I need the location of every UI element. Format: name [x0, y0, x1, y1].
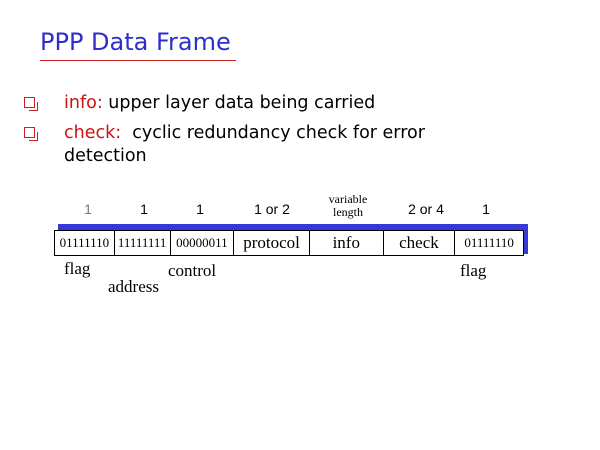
- bullet-info: info: upper layer data being carried: [24, 92, 464, 115]
- size-control: 1: [196, 201, 204, 217]
- size-flag: 1: [84, 201, 92, 217]
- field-control: 00000011: [171, 231, 235, 255]
- ppp-frame: 01111110 11111111 00000011 protocol info…: [54, 230, 524, 256]
- label-address: address: [108, 277, 159, 296]
- field-address: 11111111: [115, 231, 171, 255]
- bullet-list: info: upper layer data being carried che…: [24, 92, 464, 175]
- label-flag-end: flag: [460, 261, 487, 280]
- bullet-term: check:: [64, 123, 122, 143]
- size-info: variable length: [328, 192, 368, 219]
- field-protocol: protocol: [234, 231, 310, 255]
- size-flag-end: 1: [482, 201, 490, 217]
- size-check: 2 or 4: [408, 201, 444, 217]
- field-check: check: [384, 231, 456, 255]
- checkbox-bullet-icon: [24, 97, 35, 108]
- bullet-term: info:: [64, 93, 103, 113]
- slide-title: PPP Data Frame: [40, 28, 231, 56]
- size-address: 1: [140, 201, 148, 217]
- bullet-text: cyclic redundancy check for error detect…: [64, 123, 425, 166]
- bullet-check: check: cyclic redundancy check for error…: [24, 122, 464, 168]
- field-flag-start: 01111110: [55, 231, 115, 255]
- checkbox-bullet-icon: [24, 127, 35, 138]
- label-control: control: [168, 261, 217, 280]
- field-info: info: [310, 231, 384, 255]
- title-underline: [40, 60, 236, 61]
- size-protocol: 1 or 2: [254, 201, 290, 217]
- label-flag-start: flag: [64, 259, 91, 278]
- field-flag-end: 01111110: [464, 235, 514, 250]
- bullet-text: upper layer data being carried: [108, 93, 376, 113]
